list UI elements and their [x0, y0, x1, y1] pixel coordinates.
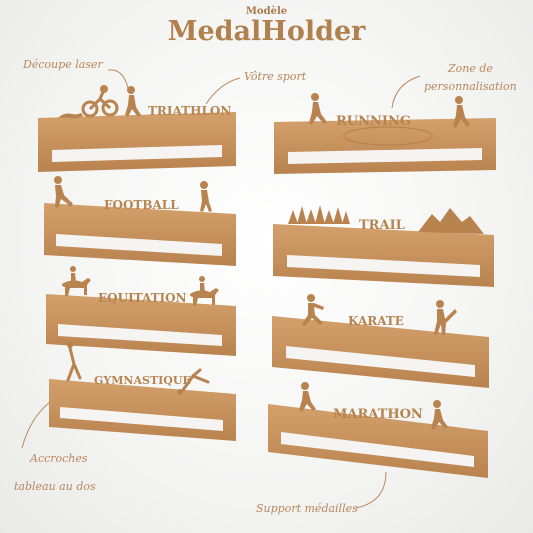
arrow-sport — [205, 77, 241, 105]
annotation-hooks-line1: Accroches — [30, 452, 88, 465]
holder-label: GYMNASTIQUE — [94, 374, 191, 387]
holder-board — [38, 112, 236, 172]
holder-board — [273, 224, 494, 287]
holder-label: FOOTBALL — [104, 198, 179, 212]
medal-slot — [60, 407, 223, 431]
personalization-zone-marker — [343, 126, 433, 146]
annotation-hooks-line2: tableau au dos — [14, 480, 96, 493]
horse-rider-icon — [61, 266, 91, 296]
model-caption: Modèle — [245, 6, 288, 17]
medal-slot — [287, 255, 480, 277]
holder-running: RUNNING — [274, 93, 496, 174]
karateka-icon — [434, 300, 457, 335]
footballer-icon — [200, 181, 212, 212]
holder-marathon: MARATHON — [268, 382, 488, 478]
holder-label: MARATHON — [333, 407, 423, 422]
karateka-icon — [302, 294, 324, 326]
holder-label: KARATE — [348, 314, 404, 328]
footballer-icon — [54, 176, 73, 208]
arrow-decoupe — [107, 69, 129, 89]
holder-football: FOOTBALL — [44, 176, 236, 266]
annotation-zone-line2: personnalisation — [424, 80, 517, 93]
medal-slot — [281, 432, 474, 467]
runner-icon — [431, 400, 448, 430]
forest-icon — [288, 205, 350, 224]
gymnast-icon — [66, 346, 82, 382]
annotation-arrows — [21, 69, 421, 509]
holder-gymnastique: GYMNASTIQUE — [49, 342, 236, 441]
runner-icon — [309, 93, 327, 125]
arrow-accroches — [21, 401, 51, 449]
holder-label: TRIATHLON — [148, 104, 231, 118]
arrow-zone — [391, 75, 421, 109]
medal-slot — [288, 148, 482, 164]
runner-icon — [125, 86, 141, 117]
runner-icon — [453, 96, 470, 128]
holder-trail: TRAIL — [273, 205, 494, 287]
holder-label: EQUITATION — [98, 291, 187, 305]
gymnast-icon — [181, 368, 210, 392]
holder-karate: KARATE — [272, 294, 489, 388]
annotation-zone-line1: Zone de — [448, 62, 493, 75]
runner-icon — [299, 382, 316, 412]
arrow-support — [355, 471, 387, 509]
holder-label: TRAIL — [359, 218, 405, 233]
swimmer-icon — [58, 113, 83, 119]
brand-title: MedalHolder — [167, 16, 366, 47]
annotation-medal-support: Support médailles — [256, 502, 358, 515]
annotation-laser-cut: Découpe laser — [23, 58, 103, 71]
annotation-your-sport: Vôtre sport — [244, 70, 307, 83]
holder-label: RUNNING — [336, 114, 411, 129]
holder-equitation: EQUITATION — [46, 266, 236, 356]
cyclist-icon — [81, 91, 119, 118]
horse-rider-icon — [189, 276, 219, 306]
mountain-icon — [418, 208, 484, 234]
holder-board — [44, 203, 236, 266]
medal-slot — [52, 145, 222, 162]
medal-slot — [56, 234, 222, 256]
medal-slot — [286, 346, 475, 377]
medal-slot — [58, 324, 222, 346]
holder-triathlon: TRIATHLON — [38, 85, 236, 172]
